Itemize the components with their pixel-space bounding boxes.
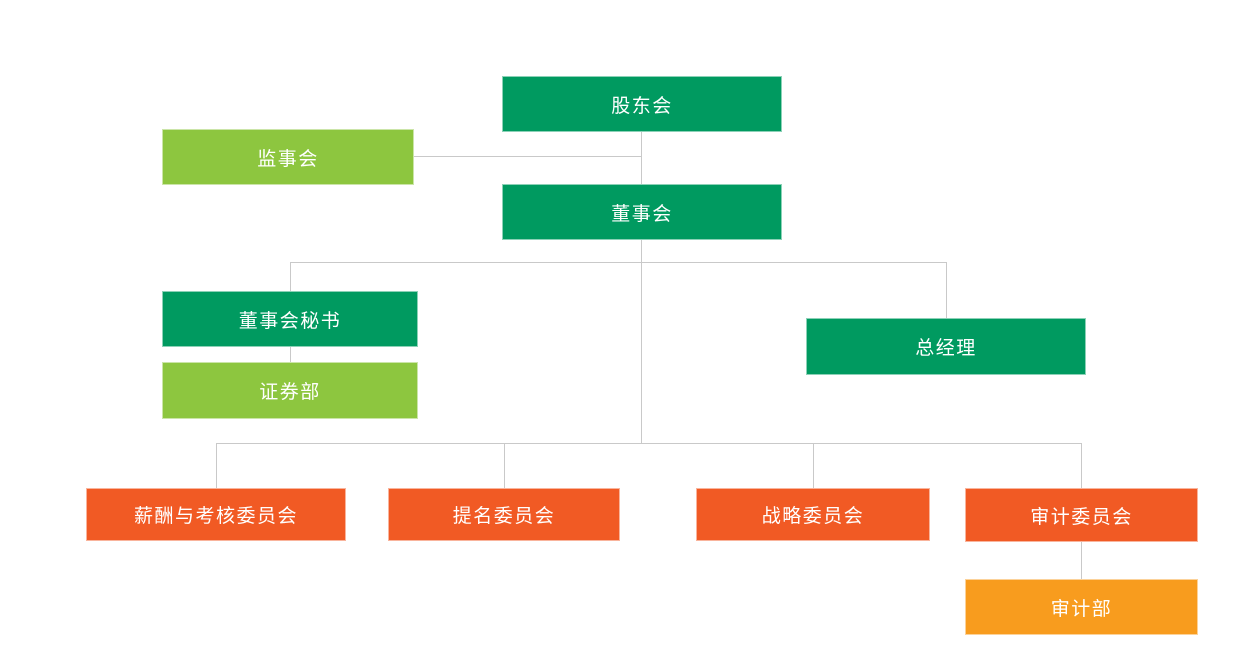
connector-strategy-drop (813, 443, 814, 488)
org-node-supervisory-board: 监事会 (162, 129, 414, 185)
org-node-strategy-committee: 战略委员会 (696, 488, 930, 541)
org-node-remuneration-appraisal-committee: 薪酬与考核委员会 (86, 488, 346, 541)
org-node-nomination-committee: 提名委员会 (388, 488, 620, 541)
org-node-audit-department: 审计部 (965, 579, 1198, 635)
connector-secretary-drop (290, 262, 291, 291)
connector-supervisory-branch (414, 156, 641, 157)
org-node-board-of-directors: 董事会 (502, 184, 782, 240)
org-node-securities-department: 证券部 (162, 362, 418, 419)
connector-board-trunk (641, 240, 642, 443)
connector-committees-rail (216, 443, 1081, 444)
org-node-shareholders-meeting: 股东会 (502, 76, 782, 132)
connector-audit-committee-drop (1081, 443, 1082, 488)
connector-nomination-drop (504, 443, 505, 488)
org-node-general-manager: 总经理 (806, 318, 1086, 375)
org-node-board-secretary: 董事会秘书 (162, 291, 418, 347)
connector-shareholders-to-board (641, 132, 642, 184)
connector-level2-rail (290, 262, 946, 263)
connector-general-manager-drop (946, 262, 947, 318)
org-node-audit-committee: 审计委员会 (965, 488, 1198, 542)
connector-secretary-to-securities (290, 347, 291, 362)
connector-remuneration-drop (216, 443, 217, 488)
connector-audit-to-audit-dept (1081, 541, 1082, 579)
